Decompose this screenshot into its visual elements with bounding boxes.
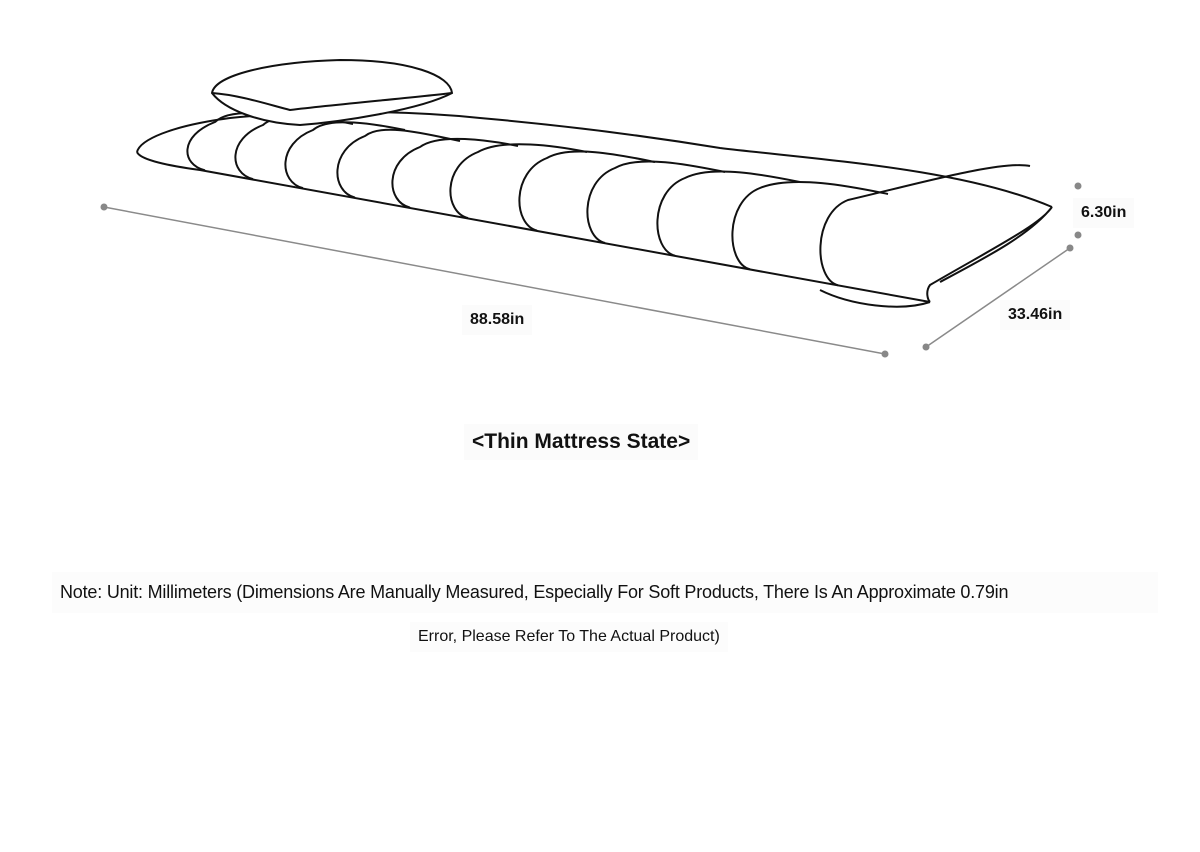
mattress-segment bbox=[819, 164, 1031, 287]
caption-title: <Thin Mattress State> bbox=[464, 424, 699, 460]
mattress-bottom-contour bbox=[819, 289, 931, 308]
height-dimension-top bbox=[1074, 182, 1082, 190]
mattress-segment bbox=[731, 181, 889, 271]
mattress-segments bbox=[186, 112, 1031, 287]
mattress-top-contour bbox=[136, 110, 1053, 208]
dimension-lines bbox=[100, 182, 1082, 358]
mattress-segment bbox=[234, 115, 354, 181]
note-line-2: Error, Please Refer To The Actual Produc… bbox=[410, 622, 728, 652]
mattress-outline bbox=[136, 110, 1053, 308]
mattress-segment bbox=[656, 170, 801, 257]
note-line-1: Note: Unit: Millimeters (Dimensions Are … bbox=[52, 572, 1158, 613]
mattress-segment bbox=[391, 137, 519, 209]
width-dimension-line bbox=[925, 247, 1071, 348]
length-label: 88.58in bbox=[462, 305, 533, 335]
mattress-bottom-edge bbox=[136, 151, 931, 303]
mattress-segment bbox=[518, 150, 656, 232]
length-dimension-line bbox=[103, 206, 886, 355]
width-label: 33.46in bbox=[1000, 300, 1071, 330]
mattress-segment bbox=[586, 160, 726, 244]
height-label: 6.30in bbox=[1073, 198, 1135, 228]
pillow bbox=[210, 58, 454, 127]
mattress-front-face bbox=[926, 206, 1053, 303]
height-dimension-bottom bbox=[1074, 231, 1082, 239]
mattress-segment bbox=[284, 121, 406, 190]
mattress-segment bbox=[449, 143, 588, 220]
mattress-segment bbox=[336, 128, 461, 199]
